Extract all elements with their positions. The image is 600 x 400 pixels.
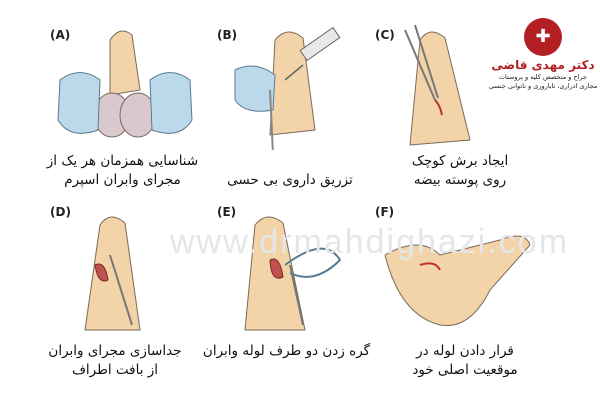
caption-d: جداسازی مجرای وابران از بافت اطراف: [35, 342, 195, 380]
caption-line: تزریق داروی بی حسی: [227, 172, 353, 188]
logo-subtitle: مجاری ادراری، ناباروری و ناتوانی جنسی: [488, 82, 598, 90]
illustration-identify-vas: [57, 30, 193, 138]
panel-c: (C): [375, 20, 485, 200]
illustration-isolate-vas: [84, 216, 141, 331]
panel-b: (B): [215, 20, 385, 200]
panel-label: (B): [217, 28, 238, 42]
caption-line: روی پوسته بیضه: [413, 172, 507, 188]
caption-b: تزریق داروی بی حسی: [215, 171, 365, 190]
panel-e: (E): [215, 205, 385, 385]
caption-f: قرار دادن لوله در موقعیت اصلی خود: [390, 342, 540, 380]
caption-line: قرار دادن لوله در: [416, 343, 514, 359]
caption-line: گره زدن دو طرف لوله وابران: [202, 343, 371, 359]
panel-label: (F): [375, 205, 395, 219]
panel-label: (E): [217, 205, 237, 219]
caption-a: شناسایی همزمان هر یک از مجرای وابران اسپ…: [40, 152, 205, 190]
caption-e: گره زدن دو طرف لوله وابران: [198, 342, 375, 361]
panel-label: (A): [50, 28, 71, 42]
caption-line: شناسایی همزمان هر یک از: [46, 153, 199, 169]
caption-line: از بافت اطراف: [71, 362, 159, 378]
panel-d: (D): [40, 205, 210, 385]
watermark: www.drmahdighazi.com: [170, 223, 570, 261]
kidney-logo-icon: ✚: [524, 18, 562, 56]
panel-label: (D): [50, 205, 71, 219]
logo-subtitle: جراح و متخصص کلیه و پروستات: [498, 73, 588, 81]
illustration-tie-vas: [244, 216, 342, 331]
illustration-replace-vas: [384, 235, 531, 327]
logo-name: دکتر مهدی قاضی: [491, 58, 595, 72]
caption-c: ایجاد برش کوچک روی پوسته بیضه: [385, 152, 535, 190]
panel-a: (A): [40, 20, 210, 200]
illustration-small-incision: [404, 24, 471, 146]
caption-line: جداسازی مجرای وابران: [48, 343, 182, 359]
caption-line: ایجاد برش کوچک: [411, 153, 509, 169]
clinic-logo: ✚ دکتر مهدی قاضی جراح و متخصص کلیه و پرو…: [488, 18, 598, 91]
caption-line: موقعیت اصلی خود: [412, 362, 518, 378]
caption-line: مجرای وابران اسپرم: [64, 172, 181, 188]
panel-f: (F): [375, 205, 550, 385]
illustration-anesthetic-injection: [234, 26, 341, 150]
panel-label: (C): [375, 28, 395, 42]
